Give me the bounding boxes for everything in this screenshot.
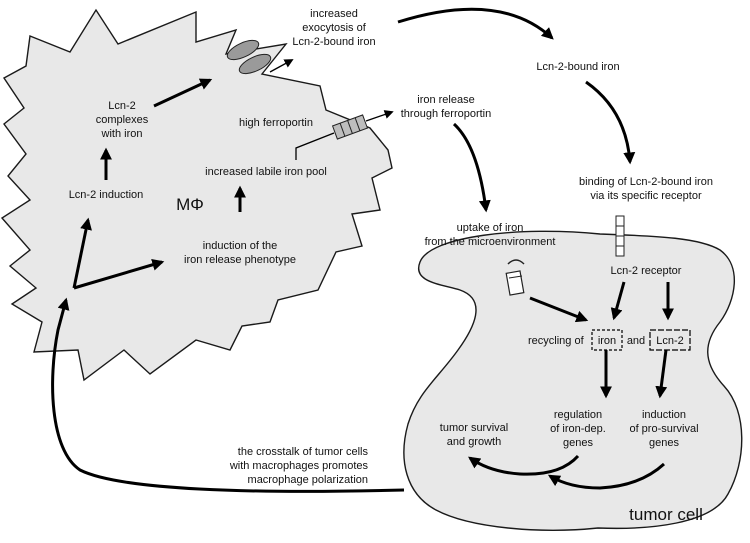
lcn2-receptor-icon	[615, 215, 625, 257]
label-iron-box: iron	[598, 335, 616, 347]
line-labile-to-ferroportin	[295, 132, 335, 160]
label-tumor-cell: tumor cell	[629, 505, 703, 524]
label-crosstalk-line2: with macrophages promotes	[229, 460, 369, 472]
label-regulation: regulation of iron-dep. genes	[550, 409, 606, 449]
label-induction-release-line1: induction of the	[203, 240, 278, 252]
label-crosstalk-line3: macrophage polarization	[248, 474, 368, 486]
arrow-bound-iron-to-binding	[585, 80, 636, 165]
lcn2-box-outline	[649, 329, 691, 351]
arrow-release-to-uptake	[452, 122, 491, 213]
ferroportin-channel-icon	[331, 114, 369, 140]
label-increased-exocytosis-line3: Lcn-2-bound iron	[292, 36, 375, 48]
label-and: and	[627, 335, 645, 347]
label-regulation-line3: genes	[563, 437, 593, 449]
label-induction-release: induction of the iron release phenotype	[184, 240, 296, 266]
arrow-crosstalk-feedback	[51, 297, 405, 493]
label-lcn2-receptor: Lcn-2 receptor	[611, 265, 682, 277]
label-lcn2-induction: Lcn-2 induction	[69, 189, 144, 201]
arrow-uptake-to-recycling	[529, 296, 589, 323]
label-increased-exocytosis: increased exocytosis of Lcn-2-bound iron	[292, 8, 375, 48]
label-regulation-line1: regulation	[554, 409, 602, 421]
label-crosstalk-line1: the crosstalk of tumor cells	[238, 446, 369, 458]
arrow-lcn2-to-induction	[655, 349, 668, 399]
label-crosstalk: the crosstalk of tumor cells with macrop…	[229, 446, 369, 486]
iron-box-outline	[591, 329, 623, 351]
arrow-to-release-phenotype	[73, 258, 165, 290]
label-iron-release-line2: through ferroportin	[401, 108, 492, 120]
arrow-ferroportin-out	[365, 110, 394, 122]
label-increased-exocytosis-line2: exocytosis of	[302, 22, 367, 34]
label-binding-line1: binding of Lcn-2-bound iron	[579, 176, 713, 188]
arrow-to-lcn2-induction	[72, 217, 92, 289]
label-induction-prosurvival: induction of pro-survival genes	[629, 409, 698, 449]
label-regulation-line2: of iron-dep.	[550, 423, 606, 435]
exocytosis-vesicle-icon	[226, 39, 272, 75]
label-macrophage: MΦ	[176, 195, 204, 214]
label-lcn2-complexes: Lcn-2 complexes with iron	[96, 100, 149, 140]
arrow-complexes-to-vesicle	[153, 78, 213, 108]
label-high-ferroportin: high ferroportin	[239, 117, 313, 129]
label-increased-labile-pool: increased labile iron pool	[205, 166, 327, 178]
label-uptake-line1: uptake of iron	[457, 222, 524, 234]
arrow-regulation-to-survival	[468, 454, 580, 476]
arrow-vesicle-out	[269, 59, 294, 73]
label-binding-line2: via its specific receptor	[590, 190, 702, 202]
label-lcn2-complexes-line2: complexes	[96, 114, 149, 126]
label-increased-exocytosis-line1: increased	[310, 8, 358, 20]
label-prosurvival-line1: induction	[642, 409, 686, 421]
arrow-exocytosis-to-bound-iron	[397, 7, 554, 40]
arrow-induction-to-regulation	[547, 462, 666, 490]
label-iron-release-line1: iron release	[417, 94, 474, 106]
label-uptake-iron: uptake of iron from the microenvironment	[425, 222, 556, 248]
label-lcn2-complexes-line3: with iron	[101, 128, 143, 140]
label-lcn2-box: Lcn-2	[656, 335, 684, 347]
label-iron-release-ferroportin: iron release through ferroportin	[401, 94, 492, 120]
tumor-cell	[403, 230, 743, 531]
label-binding-receptor: binding of Lcn-2-bound iron via its spec…	[579, 176, 713, 202]
label-prosurvival-line2: of pro-survival	[629, 423, 698, 435]
label-prosurvival-line3: genes	[649, 437, 679, 449]
label-induction-release-line2: iron release phenotype	[184, 254, 296, 266]
arrow-receptor-to-iron	[610, 281, 626, 321]
label-recycling-of: recycling of	[528, 335, 585, 347]
label-lcn2-bound-iron: Lcn-2-bound iron	[536, 61, 619, 73]
iron-transporter-icon	[505, 259, 525, 296]
label-tumor-survival: tumor survival and growth	[440, 422, 508, 448]
label-uptake-line2: from the microenvironment	[425, 236, 556, 248]
label-lcn2-complexes-line1: Lcn-2	[108, 100, 136, 112]
label-tumor-survival-line1: tumor survival	[440, 422, 508, 434]
label-tumor-survival-line2: and growth	[447, 436, 501, 448]
